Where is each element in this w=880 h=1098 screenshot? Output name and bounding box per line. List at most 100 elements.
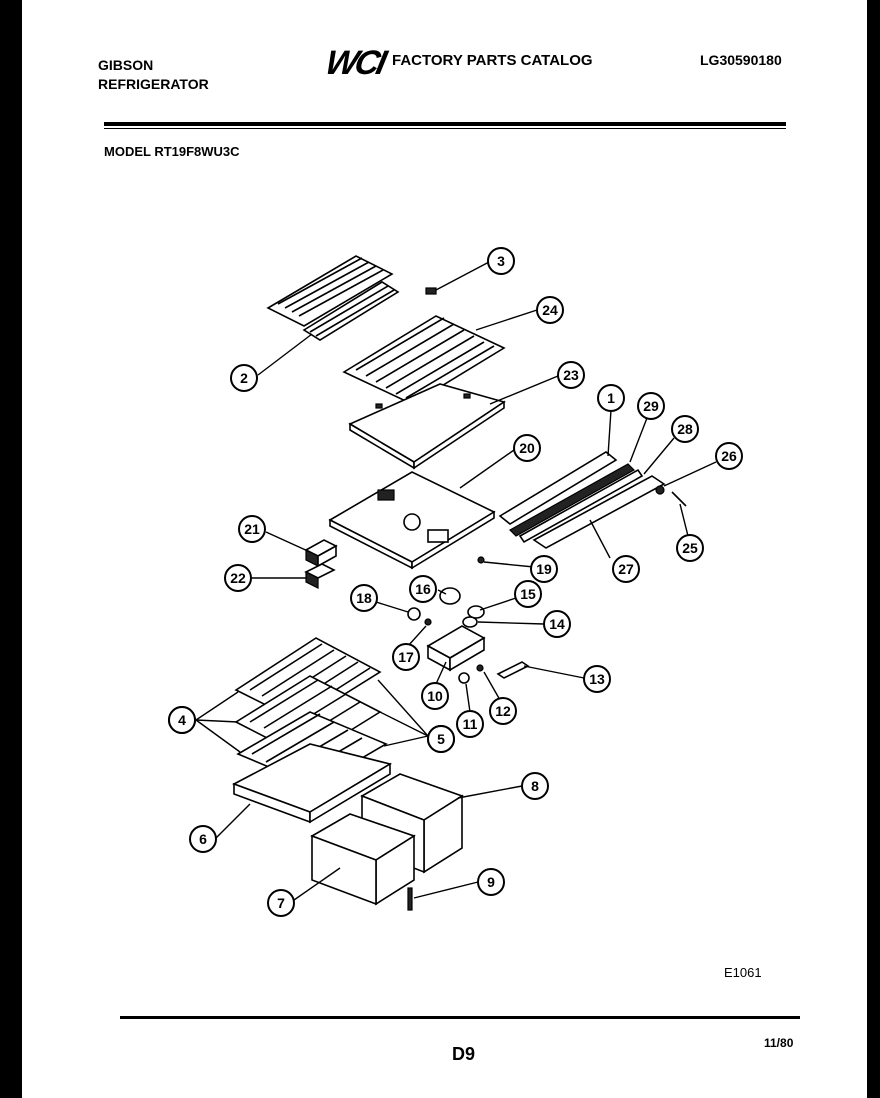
callout-label: 4 xyxy=(178,712,186,728)
part-15 xyxy=(467,605,485,619)
callout-8: 8 xyxy=(521,772,549,800)
callout-label: 5 xyxy=(437,731,445,747)
callout-4: 4 xyxy=(168,706,196,734)
page-number: D9 xyxy=(452,1044,476,1064)
callout-label: 1 xyxy=(607,390,615,406)
callout-26: 26 xyxy=(715,442,743,470)
crisper-drawer-7 xyxy=(310,813,416,906)
callout-label: 15 xyxy=(520,586,536,602)
clip-21 xyxy=(304,539,338,568)
callout-label: 6 xyxy=(199,831,207,847)
callout-25: 25 xyxy=(676,534,704,562)
callout-label: 3 xyxy=(497,253,505,269)
callout-circle xyxy=(489,697,517,725)
callout-5: 5 xyxy=(427,725,455,753)
callout-label: 8 xyxy=(531,778,539,794)
footer-rule xyxy=(120,1016,800,1019)
callout-10: 10 xyxy=(421,682,449,710)
callout-29: 29 xyxy=(637,392,665,420)
callout-label: 29 xyxy=(643,398,659,414)
callout-17: 17 xyxy=(392,643,420,671)
callout-label: 25 xyxy=(682,540,698,556)
callout-circle xyxy=(392,643,420,671)
callout-1: 1 xyxy=(597,384,625,412)
callout-12: 12 xyxy=(489,697,517,725)
leader-lines xyxy=(195,261,717,901)
brand-name: GIBSON xyxy=(98,57,154,73)
catalog-date: 11/80 xyxy=(764,1036,794,1050)
callout-circle xyxy=(477,868,505,896)
callout-6: 6 xyxy=(189,825,217,853)
callout-label: 27 xyxy=(618,561,634,577)
callout-circle xyxy=(230,364,258,392)
callout-circle xyxy=(350,584,378,612)
callout-circle xyxy=(224,564,252,592)
catalog-number: LG30590180 xyxy=(700,52,782,68)
callout-circle xyxy=(487,247,515,275)
callout-circle xyxy=(456,710,484,738)
callout-circle xyxy=(530,555,558,583)
callout-circle xyxy=(715,442,743,470)
callout-21: 21 xyxy=(238,515,266,543)
brand-block: GIBSON REFRIGERATOR xyxy=(98,56,209,94)
callout-label: 18 xyxy=(356,590,372,606)
callout-circle xyxy=(557,361,585,389)
catalog-title: FACTORY PARTS CATALOG xyxy=(392,52,593,69)
callout-label: 9 xyxy=(487,874,495,890)
divider-9 xyxy=(407,887,413,911)
callout-label: 13 xyxy=(589,671,605,687)
callout-label: 17 xyxy=(398,649,414,665)
callout-circle xyxy=(427,725,455,753)
callout-label: 10 xyxy=(427,688,443,704)
callout-23: 23 xyxy=(557,361,585,389)
clip-3 xyxy=(425,287,437,295)
callout-label: 11 xyxy=(463,716,478,732)
callout-circle xyxy=(409,575,437,603)
rail-29 xyxy=(509,463,635,537)
callout-label: 20 xyxy=(519,440,535,456)
part-17 xyxy=(424,618,432,626)
shelf-frame-24 xyxy=(342,315,506,405)
product-type: REFRIGERATOR xyxy=(98,76,209,92)
crisper-cover-6 xyxy=(232,743,393,824)
callout-circle xyxy=(267,889,295,917)
callout-16: 16 xyxy=(409,575,437,603)
model-number: MODEL RT19F8WU3C xyxy=(104,144,240,159)
callout-label: 21 xyxy=(244,521,260,537)
callout-circle xyxy=(513,434,541,462)
callout-circle xyxy=(671,415,699,443)
screw-19 xyxy=(477,556,485,564)
callout-circle xyxy=(583,665,611,693)
callout-circle xyxy=(514,580,542,608)
callout-2: 2 xyxy=(230,364,258,392)
callout-20: 20 xyxy=(513,434,541,462)
callout-7: 7 xyxy=(267,889,295,917)
callout-label: 23 xyxy=(563,367,579,383)
callout-circle xyxy=(543,610,571,638)
callout-9: 9 xyxy=(477,868,505,896)
callout-label: 2 xyxy=(240,370,248,386)
rail-1 xyxy=(498,451,618,525)
shelf-tray-23 xyxy=(348,383,506,470)
drawing-code: E1061 xyxy=(724,965,762,980)
callout-label: 7 xyxy=(277,895,285,911)
bulb-18 xyxy=(407,607,421,621)
callout-11: 11 xyxy=(456,710,484,738)
clip-22 xyxy=(304,563,336,589)
callout-label: 19 xyxy=(536,561,552,577)
callout-label: 26 xyxy=(721,448,737,464)
crisper-cover-20 xyxy=(328,471,496,570)
callout-label: 28 xyxy=(677,421,693,437)
header-rule-thin xyxy=(104,128,786,129)
callout-3: 3 xyxy=(487,247,515,275)
callout-circle xyxy=(189,825,217,853)
callout-15: 15 xyxy=(514,580,542,608)
callout-label: 22 xyxy=(230,570,246,586)
callout-circle xyxy=(597,384,625,412)
bracket-13 xyxy=(496,661,530,679)
screw-25 xyxy=(671,491,687,507)
callout-22: 22 xyxy=(224,564,252,592)
